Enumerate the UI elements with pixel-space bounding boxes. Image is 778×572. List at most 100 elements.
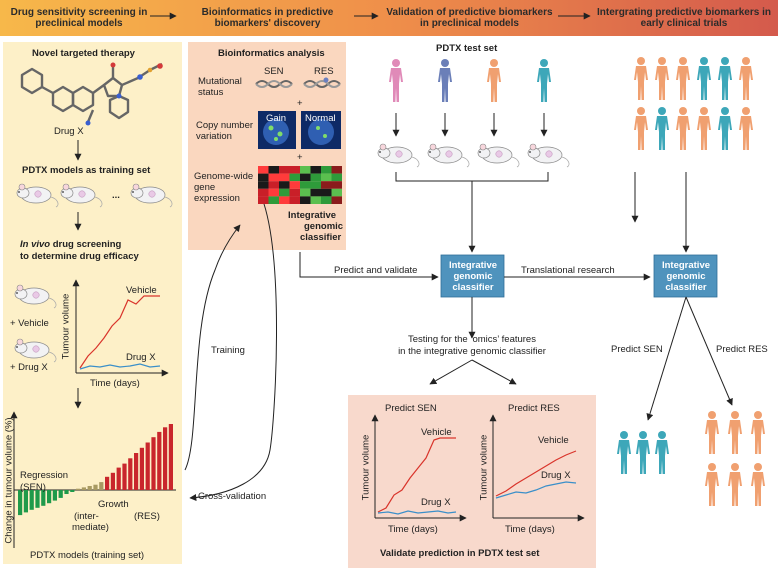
arrow-to-predict-res — [471, 359, 517, 385]
plus-vehicle-label: + Vehicle — [10, 318, 49, 329]
heatmap-cell — [289, 188, 300, 197]
waterfall-y-label: Change in tumour volume (%) — [3, 417, 15, 544]
validation-panel-bg — [348, 395, 596, 568]
mutational-label-2: status — [198, 87, 224, 98]
heatmap-cell — [321, 173, 332, 182]
heatmap-cell — [310, 196, 321, 204]
intermediate-label-2: mediate) — [72, 522, 109, 533]
waterfall-bar — [76, 488, 81, 490]
plus-1: + — [297, 98, 303, 109]
dna-res-icon — [303, 77, 341, 88]
testing-label-1: Testing for the ‘omics’ features — [408, 334, 536, 345]
heatmap-cell — [279, 166, 290, 174]
gex-label-1: Genome-wide — [194, 171, 254, 182]
mouse-icon — [477, 143, 520, 168]
left-efficacy-chart — [72, 279, 169, 377]
heatmap-cell — [268, 181, 279, 189]
heatmap-cell — [300, 181, 311, 189]
heatmap-cell — [258, 196, 269, 204]
heatmap-cell — [258, 188, 269, 197]
heatmap-cell — [289, 166, 300, 174]
waterfall-bar — [105, 476, 110, 490]
heatmap-cell — [300, 196, 311, 204]
sen-vehicle-label: Vehicle — [421, 427, 452, 438]
left-vehicle-curve — [79, 295, 160, 369]
heatmap-cell — [331, 166, 342, 174]
training-label: Training — [211, 345, 245, 356]
waterfall-bar — [168, 424, 173, 490]
regression-sub-label: (SEN) — [20, 482, 46, 493]
heatmap-cell — [268, 196, 279, 204]
validation-predict-sen: Predict SEN — [385, 403, 437, 414]
stage-banner — [0, 0, 778, 36]
heatmap-cell — [279, 181, 290, 189]
cnv-label-2: variation — [196, 131, 232, 142]
normal-label: Normal — [305, 113, 336, 124]
res-label: (RES) — [134, 511, 160, 522]
heatmap-cell — [268, 166, 279, 174]
sen-x-label: Time (days) — [388, 524, 438, 535]
classifier-box-validation — [440, 254, 505, 298]
heatmap-cell — [300, 166, 311, 174]
waterfall-bar — [87, 486, 92, 490]
patient-icon — [537, 59, 551, 102]
res-label-bioinfo: RES — [314, 66, 334, 77]
clinical-predict-res: Predict RES — [716, 344, 768, 355]
heatmap-cell — [321, 181, 332, 189]
classifier-box-clinical — [653, 254, 718, 298]
heatmap-cell — [321, 196, 332, 204]
stage-title-2: Bioinformatics in predictive biomarkers'… — [201, 7, 334, 29]
sen-drug-curve — [377, 510, 457, 515]
validation-footer: Validate prediction in PDTX test set — [380, 548, 540, 559]
waterfall-bar — [93, 484, 98, 490]
mutational-label-1: Mutational — [198, 76, 242, 87]
cnv-label-1: Copy number — [196, 120, 254, 131]
res-y-label: Tumour volume — [478, 434, 490, 501]
predict-validate-arrow — [299, 252, 439, 281]
cross-validation-arrow — [189, 197, 278, 502]
heatmap-cell — [300, 173, 311, 182]
res-drug-label: Drug X — [541, 470, 571, 481]
left-drug-curve — [79, 363, 161, 370]
waterfall-bar — [58, 490, 63, 498]
left-chart-x-label: Time (days) — [90, 378, 140, 389]
waterfall-bar — [134, 453, 139, 490]
waterfall-bar — [47, 490, 52, 504]
gene-expression-heatmap — [258, 166, 342, 204]
waterfall-bar — [81, 487, 86, 490]
heatmap-cell — [331, 181, 342, 189]
waterfall-bar — [163, 427, 168, 490]
therapy-title: Novel targeted therapy — [32, 48, 135, 59]
heatmap-cell — [331, 196, 342, 204]
mice-bracket — [395, 172, 549, 182]
waterfall-bar — [122, 463, 127, 490]
heatmap-cell — [279, 173, 290, 182]
heatmap-cell — [268, 188, 279, 197]
bioinfo-title: Bioinformatics analysis — [218, 48, 325, 59]
translational-label: Translational research — [521, 265, 615, 276]
arrow-to-predict-sen — [429, 359, 473, 385]
cross-validation-label: Cross-validation — [198, 491, 267, 502]
heatmap-cell — [289, 173, 300, 182]
waterfall-bar — [35, 490, 40, 508]
stage-title-1: Drug sensitivity screening in preclinica… — [10, 7, 148, 29]
heatmap-cell — [258, 166, 269, 174]
res-vehicle-label: Vehicle — [538, 435, 569, 446]
mouse-icon — [527, 143, 570, 168]
waterfall-bar — [139, 447, 144, 490]
pdtx-test-set-title: PDTX test set — [436, 43, 498, 54]
heatmap-cell — [310, 188, 321, 197]
heatmap-cell — [300, 188, 311, 197]
waterfall-bar — [145, 442, 150, 490]
testing-label-2: in the integrative genomic classifier — [398, 346, 546, 357]
screening-title-line2: to determine drug efficacy — [20, 251, 139, 262]
heatmap-cell — [331, 173, 342, 182]
predict-validate-label: Predict and validate — [334, 265, 418, 276]
sen-label: SEN — [264, 66, 284, 77]
training-arrow — [184, 224, 241, 471]
bioinfo-classifier-3: classifier — [300, 232, 342, 243]
arrow-clinical-res — [685, 296, 733, 406]
gain-label: Gain — [266, 113, 287, 124]
stage-title-4: Intergrating predictive biomarkers in ea… — [597, 7, 771, 29]
